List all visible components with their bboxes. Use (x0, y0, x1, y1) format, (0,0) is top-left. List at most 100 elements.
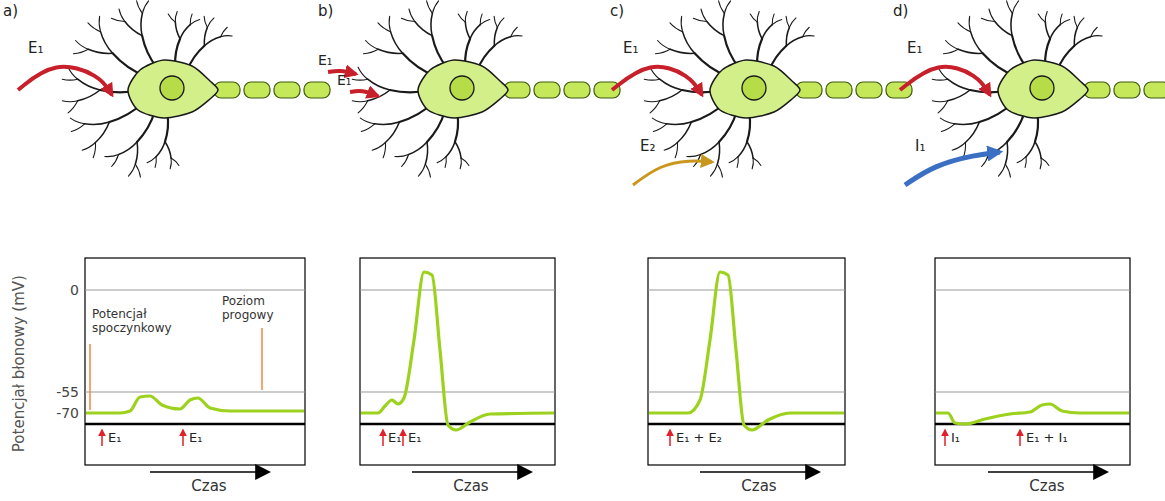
cell-body (998, 60, 1088, 118)
dendrite (82, 143, 95, 151)
dendrite (1011, 13, 1012, 35)
dendrite (465, 22, 470, 39)
dendrite (431, 13, 432, 35)
dendrite (409, 9, 415, 22)
dendrite (664, 143, 677, 151)
stimulus-label: E₁ (408, 431, 421, 446)
cell-body (418, 60, 508, 118)
dendrite (137, 1, 143, 14)
panel-letter: a) (3, 3, 18, 20)
nucleus (742, 76, 766, 100)
stimulus-label: E₁ (388, 431, 401, 446)
myelin-sheath (304, 82, 330, 98)
neuron (62, 1, 330, 177)
dendrite (494, 37, 510, 46)
dendrite (1060, 20, 1069, 25)
dendrite (155, 157, 156, 168)
dendrite (757, 11, 759, 22)
dendrite (941, 124, 954, 132)
nucleus (160, 76, 184, 100)
dendrite (989, 9, 995, 22)
membrane-potential-curve (86, 396, 304, 413)
axis-tick: -55 (56, 384, 79, 400)
dendrite (389, 16, 390, 31)
dendrite (494, 16, 497, 27)
dendrite (461, 158, 469, 165)
annotation: Poziom progowy (222, 295, 292, 323)
dendrite (207, 18, 214, 27)
neuron (644, 1, 912, 177)
myelin-sheath (534, 82, 560, 98)
dendrite (68, 101, 78, 113)
dendrite (717, 164, 722, 177)
dendrite (650, 101, 660, 113)
stimulus-label: E₁ (623, 40, 639, 57)
dendrite (85, 122, 110, 125)
dendrite (470, 25, 480, 39)
dendrite (460, 158, 461, 169)
dendrite (101, 32, 113, 54)
dendrite (729, 157, 738, 163)
dendrite (427, 1, 433, 14)
dendrite (372, 143, 385, 151)
dendrite (660, 79, 682, 90)
dendrite (971, 32, 983, 54)
dendrite (752, 158, 753, 169)
stimulus-marker (382, 430, 384, 446)
stimulus-label: E₁ + E₂ (676, 431, 722, 446)
cell-body (128, 60, 218, 118)
nucleus (1030, 76, 1054, 100)
stimulus-label: E₁ (318, 52, 332, 68)
dendrite (165, 142, 171, 158)
dendrite (1012, 1, 1018, 13)
stimulus-marker (669, 430, 671, 446)
dendrite (480, 20, 489, 25)
dendrite (667, 122, 692, 125)
dendrite (786, 37, 802, 46)
dendrite (724, 1, 730, 13)
cell-body (710, 60, 800, 118)
graph (935, 258, 1130, 465)
dendrite (142, 1, 148, 13)
dendrite (415, 22, 432, 36)
dendrite (681, 16, 682, 31)
dendrite (418, 164, 425, 176)
graph (360, 258, 555, 465)
stimulus-label: E₁ (108, 431, 121, 446)
dendrite (762, 25, 772, 39)
dendrite (757, 22, 762, 39)
dendrite (221, 36, 233, 37)
leader-line (261, 328, 263, 390)
stimulus-label: E₁ (337, 72, 351, 88)
dendrite (653, 124, 666, 132)
dendrite (1074, 16, 1077, 27)
stimulus-marker (402, 430, 404, 446)
dendrite (425, 142, 427, 164)
dendrite (1038, 14, 1045, 22)
stimulus-label: E₁ (189, 431, 202, 446)
dendrite (644, 100, 659, 102)
nucleus (450, 76, 474, 100)
dendrite (1005, 142, 1007, 164)
dendrite (76, 40, 89, 49)
dendrite (175, 11, 177, 22)
membrane-potential-curve (361, 272, 554, 430)
dendrite (737, 157, 738, 168)
dendrite (361, 124, 374, 132)
dendrite (701, 142, 719, 155)
axis-title: Potencjał błonowy (mV) (11, 275, 28, 452)
dendrite (204, 37, 220, 46)
dendrite (932, 79, 947, 81)
dendrite (368, 79, 390, 90)
dendrite (78, 79, 100, 90)
dendrite (73, 49, 88, 53)
dendrite (803, 36, 815, 37)
dendrite (940, 118, 954, 124)
dendrite (943, 49, 958, 53)
myelin-sheath (856, 82, 882, 98)
dendrite (391, 32, 403, 54)
stimulus-marker (101, 430, 103, 446)
annotation: Potencjał spoczynkowy (92, 308, 187, 336)
